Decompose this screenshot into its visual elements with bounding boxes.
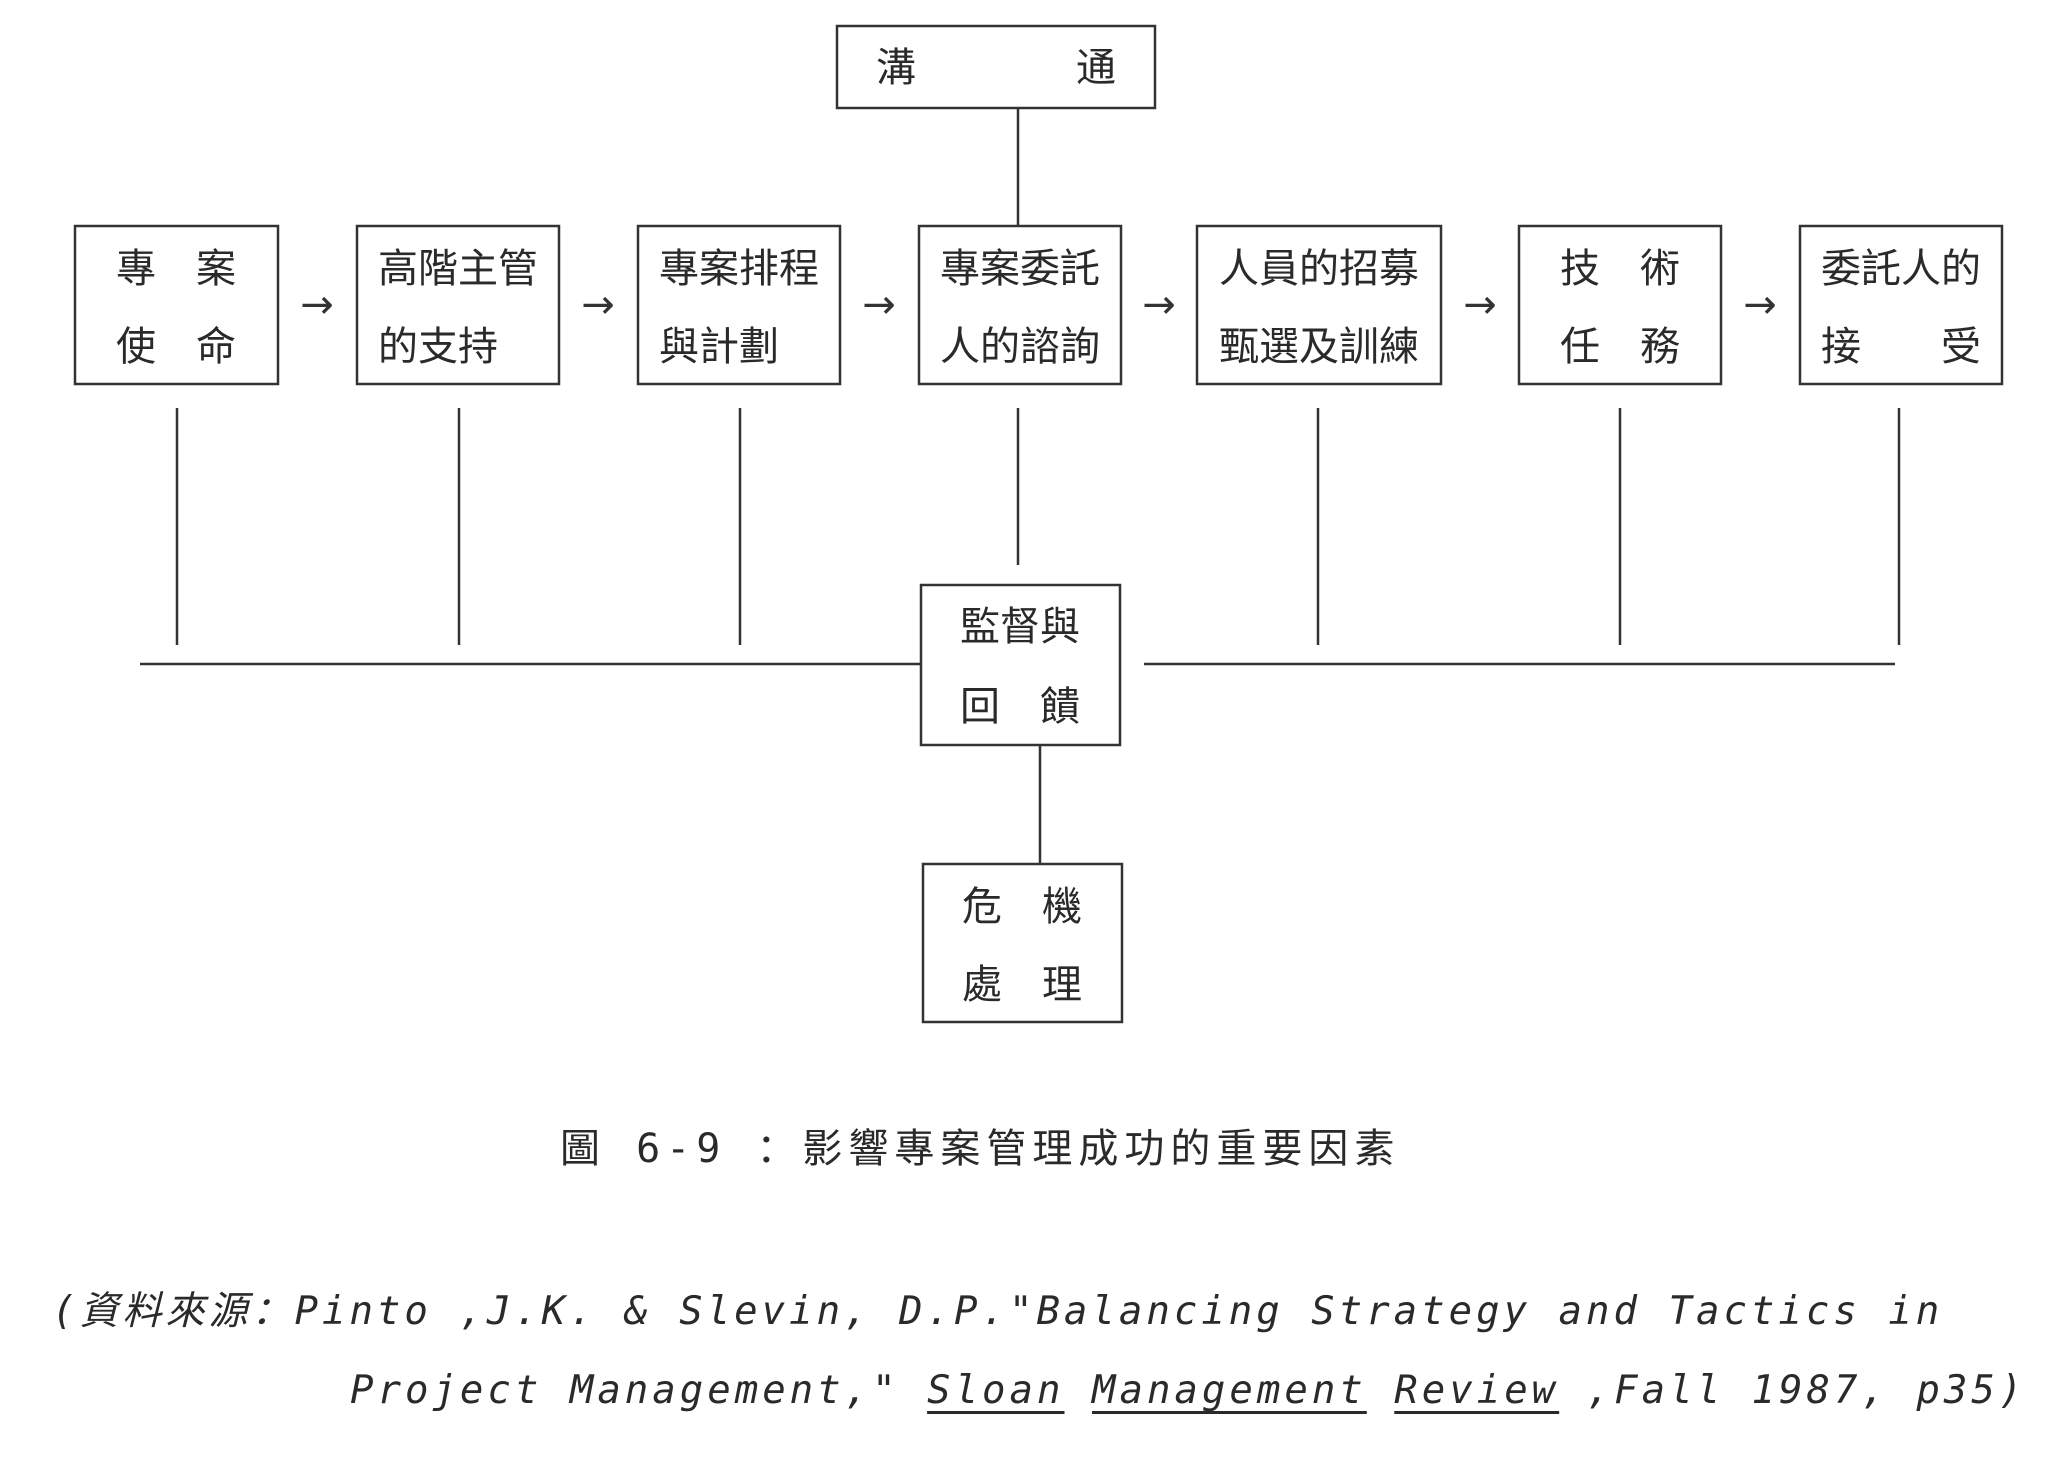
source-citation-line1: (資料來源：Pinto ,J.K. & Slevin, D.P."Balanci… (52, 1289, 1944, 1334)
source-citation-date: ,Fall 1987, p35) (1559, 1368, 2027, 1413)
source-journal-word-2: Management (1091, 1368, 1367, 1413)
node-monitoring-feedback-line2: 回 饋 (960, 684, 1080, 730)
source-journal-word-1: Sloan (927, 1368, 1065, 1413)
source-citation-title: Project Management," (350, 1368, 928, 1413)
node-technical-tasks-line2: 任 務 (1560, 324, 1680, 370)
node-technical-tasks: 技 術 任 務 (1517, 224, 1723, 386)
node-monitoring-feedback-line1: 監督與 (960, 604, 1080, 650)
node-communication-label: 溝 通 (876, 45, 1116, 91)
figure-caption: 圖 6-9 ：影響專案管理成功的重要因素 (560, 1126, 1401, 1172)
arrow-4: → (1142, 282, 1176, 328)
node-monitoring-feedback: 監督與 回 饋 (919, 583, 1122, 747)
node-client-consultation-line2: 人的諮詢 (940, 324, 1100, 370)
node-project-mission-line2: 使 命 (116, 324, 236, 370)
node-top-management-support-line2: 的支持 (378, 324, 498, 370)
node-technical-tasks-line1: 技 術 (1560, 246, 1680, 292)
source-citation-line2: Project Management," Sloan Management Re… (350, 1368, 2026, 1413)
node-personnel-line1: 人員的招募 (1219, 246, 1419, 292)
node-client-acceptance-line1: 委託人的 (1821, 246, 1981, 292)
arrow-6: → (1743, 282, 1777, 328)
arrow-1: → (300, 282, 334, 328)
arrow-2: → (581, 282, 615, 328)
node-crisis-management-line1: 危 機 (962, 884, 1082, 930)
node-client-consultation-line1: 專案委託 (940, 246, 1100, 292)
node-project-mission: 專 案 使 命 (73, 224, 280, 386)
node-client-acceptance-line2: 接 受 (1821, 324, 1981, 370)
node-schedule-plan-line2: 與計劃 (659, 324, 779, 370)
node-personnel: 人員的招募 甄選及訓練 (1195, 224, 1443, 386)
node-client-consultation: 專案委託 人的諮詢 (917, 224, 1123, 386)
arrow-3: → (862, 282, 896, 328)
node-project-mission-line1: 專 案 (116, 246, 236, 292)
arrow-5: → (1463, 282, 1497, 328)
node-top-management-support-line1: 高階主管 (378, 246, 538, 292)
node-crisis-management-line2: 處 理 (962, 962, 1082, 1008)
node-schedule-plan: 專案排程 與計劃 (636, 224, 842, 386)
source-journal-word-3: Review (1394, 1368, 1560, 1413)
node-crisis-management: 危 機 處 理 (921, 862, 1124, 1024)
node-communication: 溝 通 (835, 24, 1157, 110)
node-top-management-support: 高階主管 的支持 (355, 224, 561, 386)
node-personnel-line2: 甄選及訓練 (1219, 324, 1419, 370)
node-schedule-plan-line1: 專案排程 (659, 246, 819, 292)
node-client-acceptance: 委託人的 接 受 (1798, 224, 2004, 386)
